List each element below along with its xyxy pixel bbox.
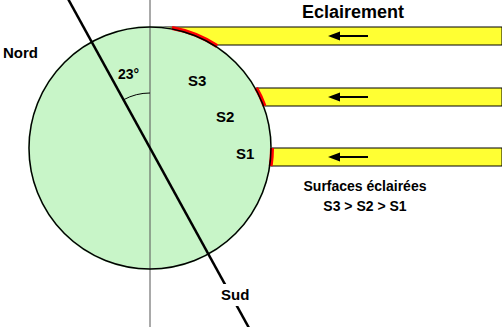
surface-label: S1 xyxy=(236,145,254,162)
note-text: Surfaces éclairées S3 > S2 > S1 xyxy=(296,176,434,217)
ray-arrow xyxy=(328,32,368,41)
pole-label: Nord xyxy=(3,42,38,64)
ray-arrow xyxy=(328,93,368,102)
pole-label: Sud xyxy=(218,284,252,306)
earth-globe: 23° S3S2S1 xyxy=(28,26,272,270)
surface-label: S3 xyxy=(188,72,206,89)
globe-outline xyxy=(28,26,272,270)
angle-arc xyxy=(124,93,151,100)
surface-label: S2 xyxy=(216,108,234,125)
diagram-title: Eclairement xyxy=(302,2,404,23)
earth-axis xyxy=(66,0,251,327)
ray-arrow xyxy=(328,153,368,162)
vertical-line xyxy=(150,0,151,327)
angle-label: 23° xyxy=(118,66,139,82)
